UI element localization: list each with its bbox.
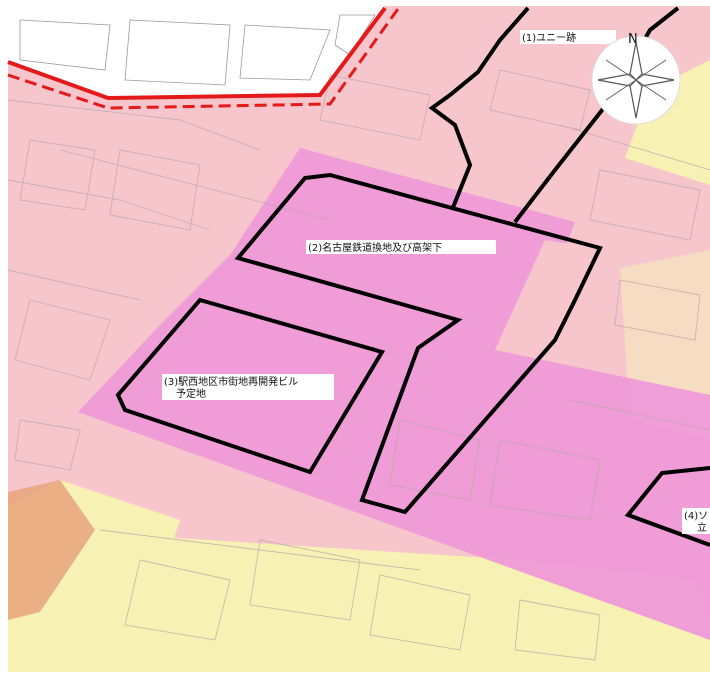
red-boundary-solid <box>7 6 387 101</box>
site-3-label-line1: (3)駅西地区市街地再開発ビル <box>164 375 298 388</box>
site-3-label-bg <box>162 374 334 400</box>
site-4-label-bg <box>682 508 710 534</box>
site-4-label-line1: (4)ソ <box>684 511 708 522</box>
site-2-boundary <box>234 172 603 515</box>
residential-zone-bottom <box>8 535 600 672</box>
residential-zone-top-right <box>625 60 710 185</box>
site-3-boundary <box>115 297 386 475</box>
unzoned-block <box>8 6 385 98</box>
site-4-label-line2: 立 <box>697 521 707 534</box>
pink-notch <box>495 240 598 360</box>
site-2-label: (2)名古屋鉄道換地及び高架下 <box>308 241 442 254</box>
site-2-label-bg <box>306 240 496 254</box>
site-1-boundary-left <box>428 6 530 211</box>
red-boundary-dashed <box>7 5 402 110</box>
compass-arrow-icon <box>597 41 675 119</box>
compass-north-label: N <box>628 32 638 47</box>
site-3-label-line2: 予定地 <box>176 387 206 400</box>
parcel-lines <box>7 69 710 661</box>
orange-zone <box>8 480 95 620</box>
compass-rose: N <box>591 32 681 125</box>
site-4-boundary <box>624 466 710 547</box>
site-1-label-bg <box>520 30 616 44</box>
site-1-label: (1)ユニー跡 <box>522 31 576 44</box>
